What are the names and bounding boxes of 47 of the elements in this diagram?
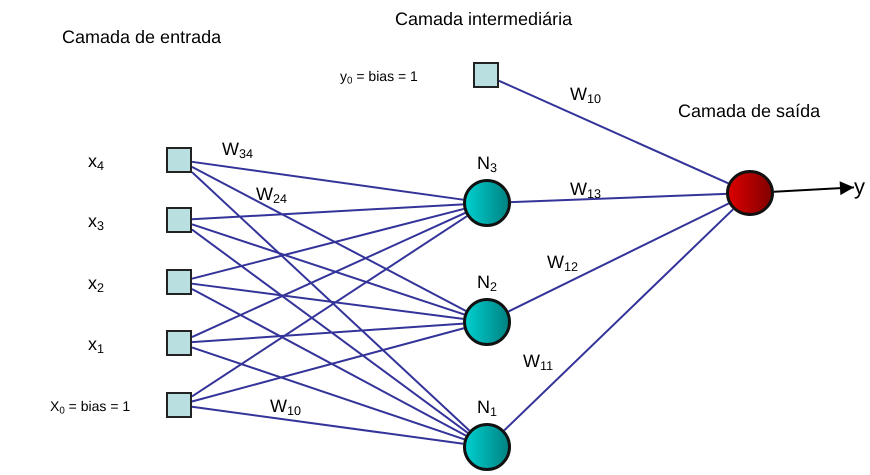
weight-label: W$_{10}$: [570, 85, 602, 103]
connection-line: [192, 223, 465, 316]
output-neuron-circle: [726, 170, 774, 216]
weight-label: W$_{34}$: [222, 140, 254, 158]
layer-title: Camada de entrada: [62, 28, 222, 46]
connection-line: [192, 288, 466, 437]
input-label: x$_{2}$: [88, 274, 104, 292]
input-label: x$_{3}$: [88, 212, 104, 230]
connection-line: [192, 282, 464, 320]
input-label: x$_{4}$: [88, 152, 104, 170]
connection-line: [192, 346, 465, 440]
connection-line: [192, 327, 464, 402]
connection-line: [192, 208, 464, 280]
weight-label: W$_{12}$: [547, 253, 578, 271]
connection-line: [192, 166, 466, 312]
input-square: [166, 269, 192, 295]
connection-line: [192, 160, 464, 201]
weight-label: W$_{10}$: [270, 397, 302, 415]
connection-line: [191, 171, 470, 432]
input-square: [166, 392, 192, 418]
layer-title: Camada de saída: [678, 102, 820, 120]
connection-line: [510, 192, 726, 204]
input-square: [166, 207, 192, 233]
input-label: x$_{1}$: [88, 335, 104, 353]
neuron-label: N$_{3}$: [477, 154, 497, 172]
arrow: [774, 181, 854, 196]
input-label: y$_{0}$ = bias = 1: [340, 69, 418, 83]
input-square: [166, 147, 192, 173]
connection-line: [191, 228, 468, 434]
input-square: [166, 330, 192, 356]
layer-title: Camada intermediária: [395, 10, 572, 28]
weight-label: W$_{24}$: [256, 185, 288, 203]
neuron-label: N$_{2}$: [477, 273, 497, 291]
connection-line: [498, 80, 729, 184]
connection-line: [192, 212, 466, 338]
neuron-label: N$_{1}$: [477, 398, 497, 416]
weight-label: W$_{13}$: [570, 180, 602, 198]
connection-line: [504, 208, 734, 432]
connection-line: [508, 202, 730, 312]
connection-line: [191, 215, 468, 398]
connection-line: [192, 322, 464, 344]
input-square: [473, 62, 499, 88]
output-label: y: [854, 175, 865, 199]
connection-line: [192, 203, 464, 220]
connection-line: [192, 406, 464, 445]
input-label: X$_{0}$ = bias = 1: [50, 399, 130, 413]
weight-label: W$_{11}$: [523, 352, 554, 370]
